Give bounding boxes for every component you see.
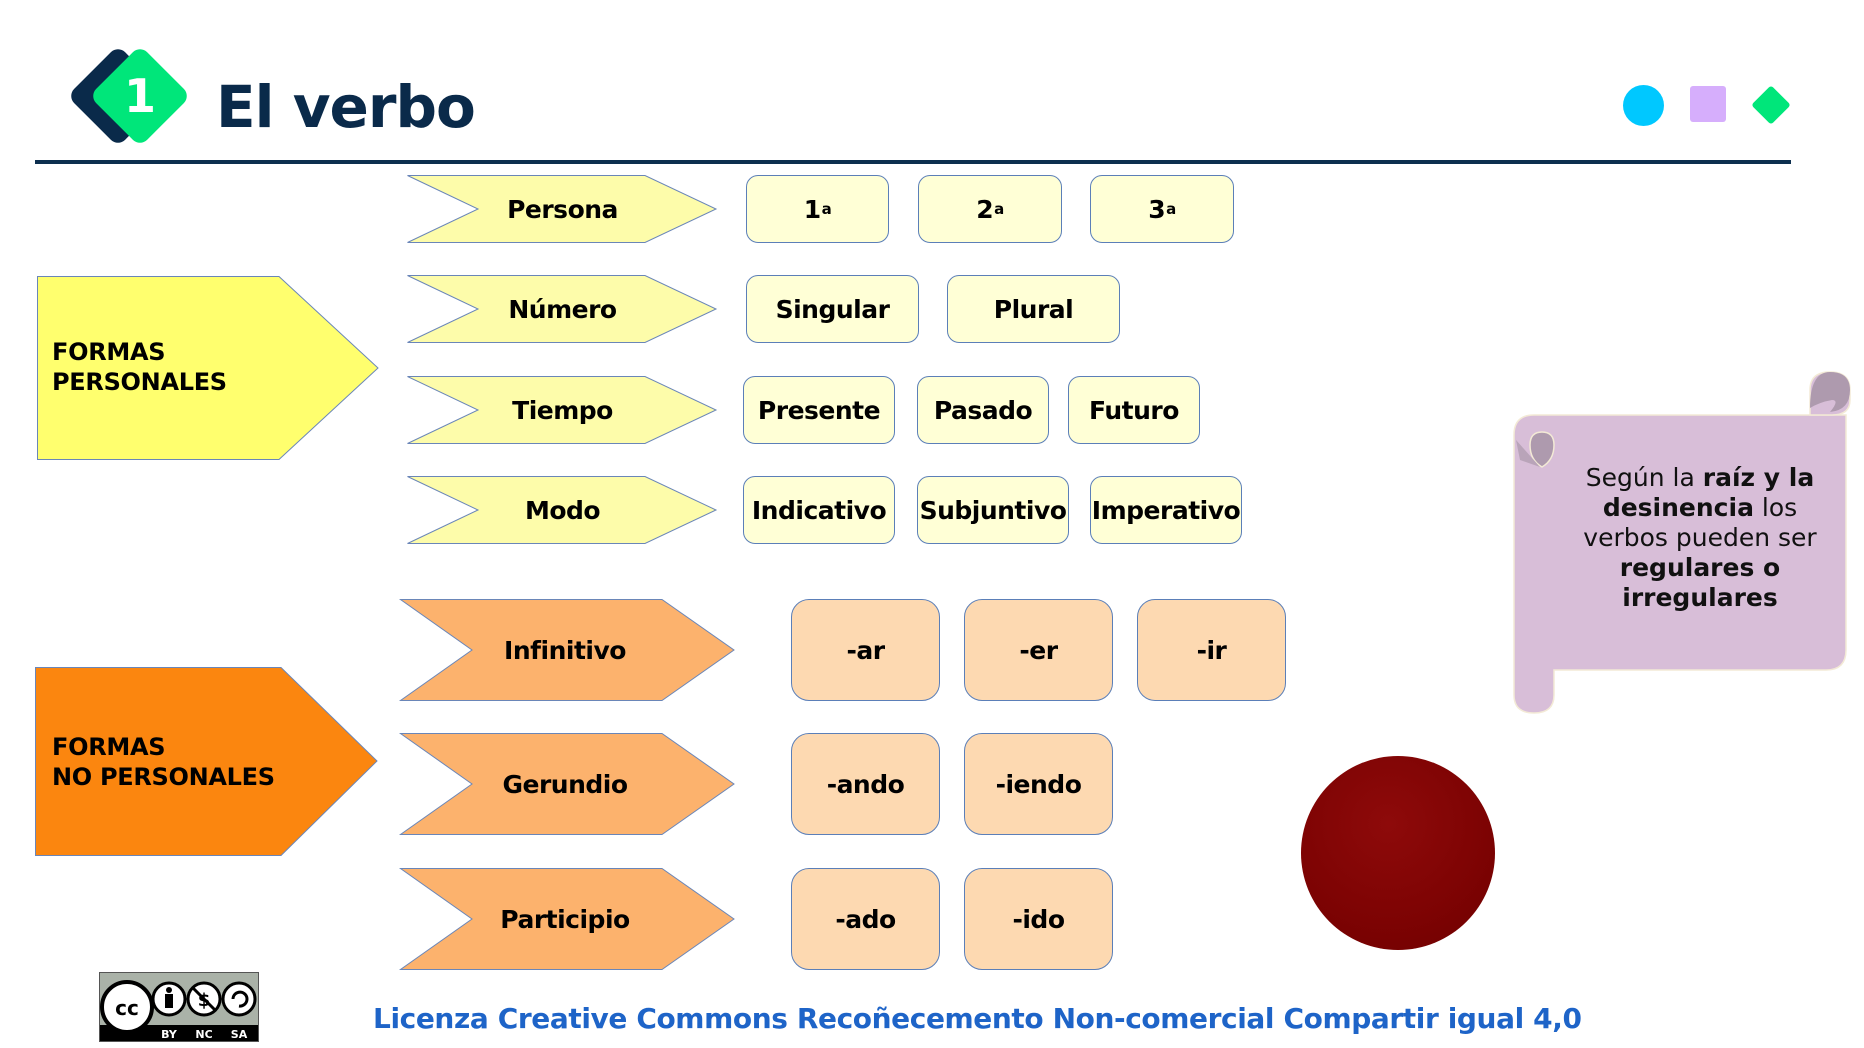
square-decoration-icon (1690, 86, 1726, 122)
category-persona: Persona (507, 194, 618, 224)
value-box-er: -er (964, 599, 1113, 701)
value-box-ido: -ido (964, 868, 1113, 970)
category-gerundio: Gerundio (502, 769, 628, 799)
value-box-futuro: Futuro (1068, 376, 1200, 444)
chevron-persona-shape (407, 175, 718, 243)
category-numero: Número (508, 294, 617, 324)
header-divider (35, 160, 1791, 164)
value-box-iendo: -iendo (964, 733, 1113, 835)
svg-text:BY: BY (161, 1028, 178, 1041)
page-title: El verbo (216, 73, 476, 141)
value-box-ado: -ado (791, 868, 940, 970)
value-box-pasado: Pasado (917, 376, 1049, 444)
cc-license-badge[interactable]: cc $ BY NC SA (99, 972, 259, 1042)
formas-personales-label: FORMAS PERSONALES (52, 338, 227, 396)
value-box-subjuntivo: Subjuntivo (917, 476, 1069, 544)
value-box-ir: -ir (1137, 599, 1286, 701)
chevron-tiempo-shape (407, 376, 718, 444)
pentagon-no-personales-shape (35, 667, 378, 856)
circle-decoration-icon (1623, 85, 1664, 126)
value-box-ando: -ando (791, 733, 940, 835)
category-participio: Participio (500, 904, 630, 934)
category-tiempo: Tiempo (512, 395, 613, 425)
svg-text:SA: SA (231, 1028, 248, 1041)
license-link[interactable]: Licenza Creative Commons Recoñecemento N… (373, 1002, 1582, 1035)
section-number: 1 (123, 69, 156, 123)
chevron-modo-shape (407, 476, 718, 544)
formas-no-personales-label: FORMAS NO PERSONALES (52, 733, 275, 791)
cc-by-nc-sa-icon: cc $ BY NC SA (100, 973, 258, 1041)
section-number-logo: 1 (60, 38, 200, 153)
diamond-decoration-icon (1751, 85, 1791, 125)
scroll-note-text: Según la raíz y la desinencia los verbos… (1583, 463, 1817, 612)
chevron-participio-shape (398, 868, 735, 970)
diamond-logo-icon (71, 49, 187, 143)
svg-text:cc: cc (115, 996, 139, 1020)
chevron-numero-shape (407, 275, 718, 343)
pentagon-personales-shape (37, 276, 379, 460)
value-box-singular: Singular (746, 275, 919, 343)
chevron-gerundio-shape (398, 733, 735, 835)
category-infinitivo: Infinitivo (504, 635, 626, 665)
value-box-plural: Plural (947, 275, 1120, 343)
value-box-ar: -ar (791, 599, 940, 701)
value-box-presente: Presente (743, 376, 895, 444)
category-modo: Modo (524, 495, 601, 525)
value-box-imperativo: Imperativo (1090, 476, 1242, 544)
scroll-shape-icon (1513, 371, 1851, 714)
red-circle-decoration (1301, 756, 1495, 950)
svg-text:NC: NC (195, 1028, 212, 1041)
value-box-indicativo: Indicativo (743, 476, 895, 544)
chevron-infinitivo-shape (398, 599, 735, 701)
